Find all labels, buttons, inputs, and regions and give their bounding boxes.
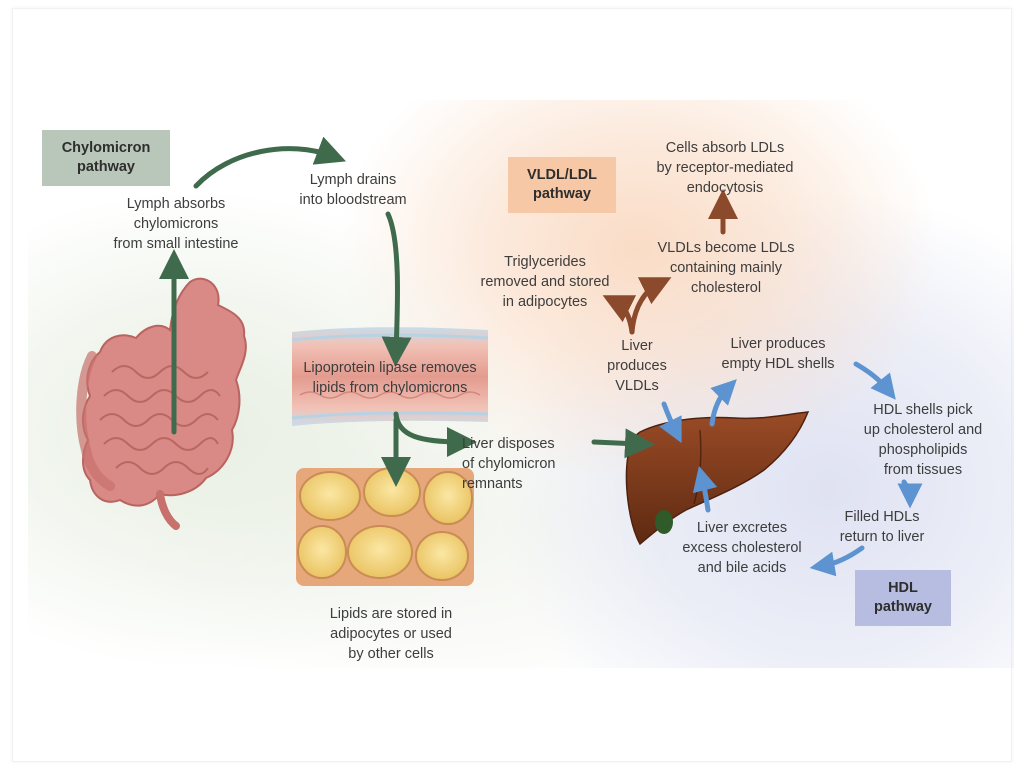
arrow-vldl-to-ldl — [629, 277, 672, 335]
liver-icon — [625, 411, 810, 546]
small-intestine-icon — [76, 277, 247, 530]
arrow-lymph-to-vessel — [381, 211, 412, 367]
chylomicron-pathway-box: Chylomicron pathway — [42, 130, 170, 186]
blood-vessel-icon — [291, 327, 489, 426]
arrow-remnants-to-liver — [591, 428, 655, 459]
liver-disposes-label: Liver disposes of chylomicron remnants — [462, 436, 556, 492]
hdl-pathway-box: HDL pathway — [855, 570, 951, 626]
hdl-arrows — [659, 361, 923, 577]
arrow-excretes-from-liver — [692, 465, 718, 513]
vldl-ldl-arrows — [602, 189, 738, 335]
hdl-shells-pick-label: HDL shells pick up cholesterol and phosp… — [863, 402, 983, 478]
arrow-filled-to-liver — [809, 545, 865, 577]
lipoprotein-lipase-label: Lipoprotein lipase removes lipids from c… — [303, 360, 477, 396]
arrow-vldl-from-liver — [659, 401, 682, 444]
lipids-stored-label: Lipids are stored in adipocytes or used … — [329, 606, 453, 662]
triglycerides-label: Triglycerides removed and stored in adip… — [480, 254, 610, 310]
liver-excretes-label: Liver excretes excess cholesterol and bi… — [682, 520, 802, 576]
arrow-vessel-to-liver-disposes — [393, 411, 477, 457]
arrow-liver-to-hdl-shells — [709, 379, 737, 427]
lymph-absorbs-label: Lymph absorbs chylomicrons from small in… — [113, 196, 239, 252]
lymph-drains-label: Lymph drains into bloodstream — [299, 172, 407, 208]
liver-produces-vldls-label: Liver produces VLDLs — [607, 338, 667, 394]
liver-produces-hdl-label: Liver produces empty HDL shells — [721, 336, 835, 372]
chylomicron-arrows — [159, 136, 655, 487]
arrow-tissues-to-filled — [897, 479, 923, 509]
adipocytes-icon — [296, 467, 474, 586]
arrow-shells-to-tissues — [853, 361, 896, 400]
arrow-lymph-to-bloodstream — [193, 136, 347, 189]
vldl-ldl-pathway-box: VLDL/LDL pathway — [508, 157, 616, 213]
cells-absorb-label: Cells absorb LDLs by receptor-mediated e… — [656, 140, 794, 196]
filled-hdls-label: Filled HDLs return to liver — [839, 509, 925, 545]
vldls-become-label: VLDLs become LDLs containing mainly chol… — [657, 240, 795, 296]
